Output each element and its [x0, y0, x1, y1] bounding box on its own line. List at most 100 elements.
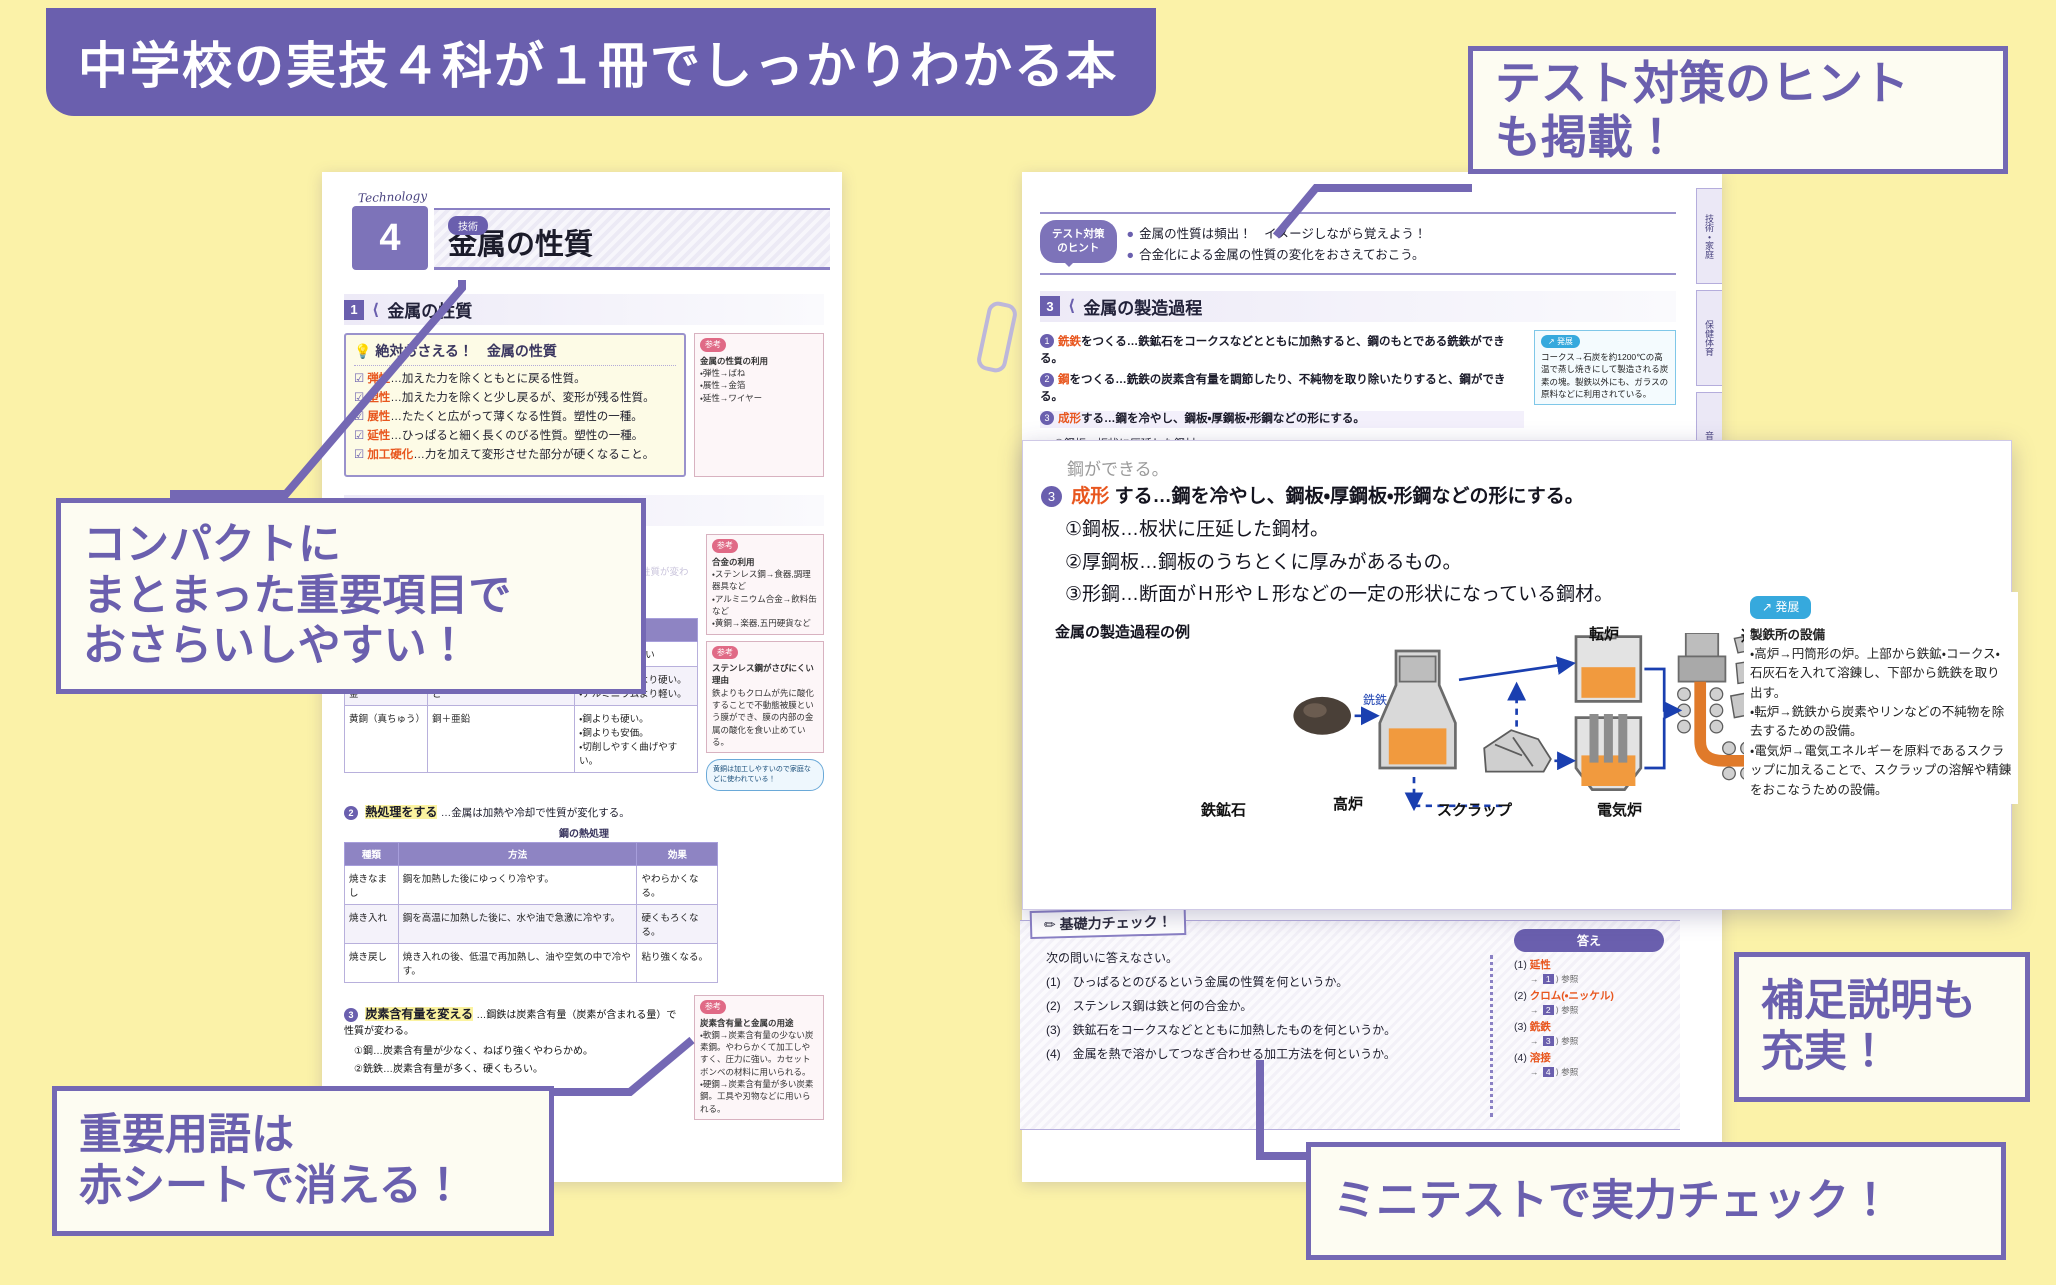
- item3-sub: ②銑鉄…炭素含有量が多く、硬くもろい。: [354, 1063, 543, 1075]
- reference-lines: ・軟鋼→炭素含有量の少ない炭素鋼。やわらかくて加工しやすく、圧力に強い。カセット…: [700, 1029, 818, 1115]
- title-banner: 中学校の実技４科が１冊でしっかりわかる本: [46, 8, 1156, 116]
- reference-badge: 参考: [712, 539, 738, 553]
- pencil-icon: ✏: [1043, 916, 1056, 933]
- chevron-right-icon: ⟨: [1068, 298, 1076, 315]
- section-heading-1: 1 ⟨ 金属の性質: [344, 294, 824, 325]
- check-question: (3) 鉄鉱石をコークスなどとともに加熱したものを何というか。: [1046, 1023, 1397, 1037]
- development-box-1: ↗ 発展 コークス→石炭を約1200℃の高温で蒸し焼きにして製造される炭素の塊。…: [1534, 329, 1676, 406]
- table-cell: 鋼を加熱した後にゆっくり冷やす。: [397, 864, 638, 905]
- key-points-list: ☑弾性…加えた力を除くともとに戻る性質。☑塑性…加えた力を除くと少し戻るが、変形…: [354, 372, 676, 464]
- key-point-item: ☑塑性…加えた力を除くと少し戻るが、変形が残る性質。: [354, 391, 676, 407]
- page-title: 中学校の実技４科が１冊でしっかりわかる本: [78, 37, 1118, 95]
- answer-item: (1) 延性: [1514, 959, 1551, 971]
- development-badge: ↗ 発展: [1541, 334, 1580, 349]
- development-lines: ・高炉→円筒形の炉。上部から鉄鉱・コークス・石灰石を入れて溶錬し、下部から銑鉄を…: [1750, 645, 2012, 800]
- bulb-icon: 💡: [354, 343, 371, 359]
- reference-line: ・展性→金箔: [700, 380, 746, 391]
- reference-title: 合金の利用: [712, 556, 755, 567]
- development-box-2: ↗ 発展 製鉄所の設備 ・高炉→円筒形の炉。上部から鉄鉱・コークス・石灰石を入れ…: [1744, 592, 2018, 804]
- answer-heading: 答え: [1514, 929, 1664, 952]
- reference-box-4: 参考 炭素含有量と金属の用途 ・軟鋼→炭素含有量の少ない炭素鋼。やわらかくて加工…: [694, 994, 824, 1121]
- list-item-2: 2 熱処理をする …金属は加熱や冷却で性質が変化する。: [344, 803, 824, 820]
- reference-line: ・軟鋼→炭素含有量の少ない炭素鋼。やわらかくて加工しやすく、圧力に強い。カセット…: [700, 1029, 814, 1077]
- connector-minitest: [1256, 1060, 1460, 1180]
- check-question: (2) ステンレス鋼は鉄と何の合金か。: [1046, 999, 1253, 1013]
- table-header: 効果: [636, 841, 719, 866]
- check-question: (4) 金属を熱で溶かしてつなぎ合わせる加工方法を何というか。: [1046, 1047, 1396, 1061]
- answer-list: (1) 延性→ 1⟩ 参照(2) クロム(・ニッケル)→ 2⟩ 参照(3) 銑鉄…: [1514, 957, 1664, 1078]
- answer-reference: → 3⟩ 参照: [1530, 1036, 1579, 1046]
- reference-line: ・電気炉→電気エネルギーを原料であるスクラップに加えることで、スクラップの溶解や…: [1750, 743, 2012, 797]
- development-badge: ↗ 発展: [1750, 596, 1812, 619]
- answer-item: (4) 溶接: [1514, 1052, 1551, 1064]
- check-lead: 次の問いに答えなさい。: [1046, 951, 1179, 965]
- table-cell: やわらかくなる。: [636, 864, 719, 905]
- answer-item: (2) クロム(・ニッケル): [1514, 990, 1614, 1002]
- development-title: 製鉄所の設備: [1750, 627, 1826, 642]
- section-heading-3: 3 ⟨ 金属の製造過程: [1040, 290, 1676, 322]
- zoom-sub-2: ②厚鋼板…鋼板のうちとくに厚みがあるもの。: [1065, 551, 1462, 573]
- technology-label: Technology: [357, 188, 428, 206]
- speech-bubble: 黄銅は加工しやすいので家庭などに使われている！: [706, 759, 824, 791]
- zoom-label-electricfurnace: 電気炉: [1597, 802, 1643, 820]
- reference-line: ・高炉→円筒形の炉。上部から鉄鉱・コークス・石灰石を入れて溶錬し、下部から銑鉄を…: [1750, 646, 2000, 700]
- callout-test-hint: テスト対策のヒント も掲載！: [1468, 46, 2008, 174]
- test-hint-row: テスト対策 のヒント ●金属の性質は頻出！ イメージしながら覚えよう！●合金化に…: [1040, 212, 1676, 275]
- table-cell: ・銅よりも硬い。 ・銅よりも安価。 ・切削しやすく曲げやすい。: [574, 704, 698, 773]
- heat-treatment-table: 種類方法効果 焼きなまし鋼を加熱した後にゆっくり冷やす。やわらかくなる。焼き入れ…: [344, 841, 719, 983]
- key-points-title: 💡 絶対おさえる！ 金属の性質: [354, 341, 676, 366]
- table-row: 焼き戻し焼き入れの後、低温で再加熱し、油や空気の中で冷やす。粘り強くなる。: [344, 942, 719, 983]
- reference-line: ・アルミニウム合金→飲料缶など: [712, 593, 817, 616]
- zoom-step-3: 3 成形 する…鋼を冷やし、鋼板・厚鋼板・形鋼などの形にする。: [1041, 482, 1993, 513]
- left-page: Technology 4 技術 金属の性質 1 ⟨ 金属の性質 💡 絶対おさえる…: [322, 172, 842, 1182]
- reference-line: ・延性→ワイヤー: [700, 392, 763, 403]
- zoom-label-scrap: スクラップ: [1437, 802, 1513, 820]
- tab-technology-home[interactable]: 技術・家庭: [1696, 188, 1722, 284]
- table-header: 方法: [397, 841, 638, 866]
- connector-compact: [170, 280, 530, 510]
- table-cell: 焼きなまし: [344, 864, 399, 905]
- answer-reference: → 1⟩ 参照: [1530, 974, 1579, 984]
- table-cell: 焼き戻し: [344, 942, 399, 983]
- callout-supplement: 補足説明も 充実！: [1734, 952, 2030, 1102]
- chevron-right-icon: ⟨: [372, 301, 380, 319]
- chapter-bar: 技術 金属の性質: [434, 208, 830, 270]
- up-arrow-icon: ↗: [1762, 600, 1773, 614]
- check-question: (1) ひっぱるとのびるという金属の性質を何というか。: [1046, 975, 1349, 989]
- table-cell: 黄銅（真ちゅう）: [343, 704, 429, 773]
- paperclip-icon: [975, 299, 1019, 375]
- key-points-box: 💡 絶対おさえる！ 金属の性質 ☑弾性…加えた力を除くともとに戻る性質。☑塑性……: [344, 333, 686, 478]
- table-cell: 焼き入れ: [344, 903, 399, 944]
- table-cell: 鋼を高温に加熱した後に、水や油で急激に冷やす。: [397, 903, 638, 944]
- callout-compact: コンパクトに まとまった重要項目で おさらいしやすい！: [56, 498, 646, 694]
- connector-supplement: [1640, 610, 1940, 990]
- reference-box-2: 参考 合金の利用 ・ステンレス鋼→食器,調理器具など・アルミニウム合金→飲料缶な…: [706, 534, 824, 635]
- connector-hint: [1100, 96, 1500, 239]
- table-row: 焼きなまし鋼を加熱した後にゆっくり冷やす。やわらかくなる。: [344, 864, 719, 905]
- section-number: 3: [1040, 296, 1060, 316]
- tab-health-pe[interactable]: 保健体育: [1696, 290, 1722, 386]
- table-cell: 粘り強くなる。: [636, 942, 719, 983]
- answer-item: (3) 銑鉄: [1514, 1021, 1551, 1033]
- reference-line: ・弾性→ばね: [700, 367, 746, 378]
- basic-check-panel: ✏ 基礎力チェック！ 次の問いに答えなさい。 (1) ひっぱるとのびるという金属…: [1020, 906, 1680, 1130]
- zoom-diagram-caption: 金属の製造過程の例: [1055, 624, 1191, 642]
- reference-lines: ・弾性→ばね・展性→金箔・延性→ワイヤー: [700, 367, 818, 404]
- section-title: 金属の製造過程: [1083, 298, 1203, 318]
- list-item-3: 3 炭素含有量を変える …鋼鉄は炭素含有量（炭素が含まれる量）で性質が変わる。: [344, 1006, 677, 1037]
- item3-sub: ①鋼…炭素含有量が少なく、ねばり強くやわらかめ。: [354, 1045, 593, 1057]
- check-questions: (1) ひっぱるとのびるという金属の性質を何というか。 (2) ステンレス鋼は鉄と…: [1046, 973, 1666, 1062]
- zoom-label-converter: 転炉: [1589, 626, 1620, 644]
- reference-line: コークス→石炭を約1200℃の高温で蒸し焼きにして製造される炭素の塊。製鉄以外に…: [1541, 352, 1669, 400]
- reference-badge: 参考: [700, 999, 726, 1014]
- reference-box-1: 参考 金属の性質の利用 ・弾性→ばね・展性→金箔・延性→ワイヤー: [694, 333, 824, 478]
- key-point-item: ☑加工硬化…力を加えて変形させた部分が硬くなること。: [354, 448, 676, 464]
- reference-line: ・転炉→銑鉄から炭素やリンなどの不純物を除去するための設備。: [1750, 705, 2005, 739]
- reference-line: ・ステンレス鋼→食器,調理器具など: [712, 568, 811, 592]
- reference-lines: ・ステンレス鋼→食器,調理器具など・アルミニウム合金→飲料缶など・黄銅→楽器,五…: [712, 568, 818, 630]
